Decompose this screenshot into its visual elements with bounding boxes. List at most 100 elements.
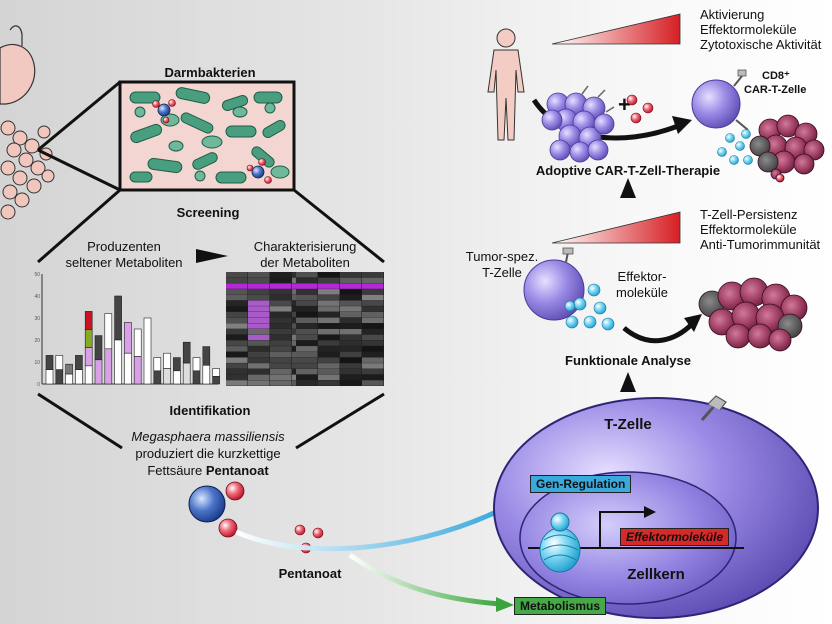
t-cell-cluster [541, 92, 615, 163]
heatmap-cell [226, 289, 248, 295]
heatmap-cell [270, 289, 292, 295]
heatmap-cell [318, 357, 340, 363]
heatmap-cell [340, 329, 362, 335]
bar-segment [104, 313, 113, 350]
finding-line2: produziert die kurzkettige [135, 446, 281, 461]
car-t-therapy-title: Adoptive CAR-T-Zell-Therapie [535, 163, 721, 178]
heatmap-cell [226, 374, 248, 380]
bar-segment [55, 369, 64, 385]
heatmap-cell [248, 346, 270, 352]
bar-segment [153, 370, 162, 385]
zoom-lines [37, 80, 121, 192]
heatmap-cell [248, 340, 270, 346]
bar-segment [75, 355, 83, 370]
heatmap-cell [226, 340, 248, 346]
heatmap-cell [248, 277, 270, 284]
heatmap-cell [318, 351, 340, 358]
heatmap-cell [248, 294, 270, 301]
heatmap-cell [296, 300, 318, 306]
bar-segment [104, 348, 113, 385]
heatmap-cell [226, 272, 248, 278]
bar-segment [153, 357, 162, 372]
t-cell-label: T-Zelle [604, 416, 652, 433]
bar-chart-tick-label: 20 [34, 338, 40, 344]
heatmap-cell [226, 363, 248, 369]
ramp-mid-1: T-Zell-Persistenz [700, 207, 798, 222]
heatmap-cell [296, 323, 318, 329]
heatmap-cell [270, 363, 292, 369]
cytotoxic-molecules-top [717, 129, 753, 165]
bar-segment [94, 359, 103, 385]
bar-segment [84, 365, 93, 385]
bar-segment [114, 339, 122, 385]
heatmap-cell [362, 311, 384, 318]
heatmap-cell [340, 346, 362, 352]
heatmap-cell [270, 334, 292, 341]
heatmap-cell [296, 363, 318, 369]
bar-segment [173, 357, 181, 372]
heatmap-cell [340, 351, 362, 358]
heatmap-cell [340, 357, 362, 363]
heatmap-cell [318, 311, 340, 318]
heatmap-cell [340, 340, 362, 346]
heatmap-cell [318, 374, 340, 380]
finding-species: Megasphaera massiliensis [131, 429, 285, 444]
heatmap-cell [226, 306, 248, 312]
bar-segment [45, 355, 54, 370]
heatmap-cell [296, 311, 318, 318]
heatmap-cell [340, 289, 362, 295]
up-arrow-bottom [620, 372, 636, 392]
heatmap-cell [362, 317, 384, 323]
cd8-line2: CAR-T-Zelle [744, 84, 807, 96]
heatmap-cell [318, 306, 340, 312]
bar-segment [133, 328, 142, 357]
bar-chart-tick-label: 30 [34, 316, 40, 322]
pentanoat-label: Pentanoat [278, 566, 342, 581]
heatmap-cell [296, 272, 318, 278]
heatmap-cell [248, 323, 270, 329]
heatmap-cell [270, 351, 292, 358]
heatmap-cell [296, 289, 318, 295]
heatmap-cell [362, 277, 384, 284]
heatmap-cell [318, 346, 340, 352]
heatmap-cell [270, 374, 292, 380]
heatmap-cell [296, 368, 318, 375]
bar-segment [212, 368, 220, 377]
heatmap-cell [340, 380, 362, 386]
heatmap-cell [318, 380, 340, 386]
bar-segment [173, 370, 181, 385]
bar-segment [65, 363, 73, 375]
heatmap-cell [362, 380, 384, 386]
heatmap-cell [248, 380, 270, 386]
heatmap-cell [296, 380, 318, 386]
heatmap-cell [270, 283, 292, 289]
heatmap-cell [270, 340, 292, 346]
heatmap-cell [270, 317, 292, 323]
heatmap-cell [362, 300, 384, 306]
bar-segment [182, 341, 191, 364]
heatmap-cell [296, 340, 318, 346]
heatmap-cell [296, 334, 318, 341]
ramp-top-2: Effektormoleküle [700, 22, 797, 37]
heatmap-cell [318, 294, 340, 301]
bar-segment [114, 295, 122, 341]
bar-segment [202, 346, 211, 366]
bar-segment [45, 369, 54, 385]
heatmap-cell [362, 346, 384, 352]
bar-segment [84, 311, 93, 330]
heatmap-cell [362, 374, 384, 380]
heatmap-cell [248, 317, 270, 323]
heatmap-cell [340, 272, 362, 278]
nucleus-label: Zellkern [627, 566, 685, 583]
producers-line1: Produzenten [87, 239, 161, 254]
heatmap-cell [362, 289, 384, 295]
bar-segment [124, 352, 132, 385]
cd8-line1: CD8⁺ [762, 70, 790, 82]
heatmap-cell [270, 294, 292, 301]
heatmap-cell [296, 283, 318, 289]
heatmap-cell [340, 283, 362, 289]
heatmap-cell [270, 300, 292, 306]
functional-arrow [622, 314, 702, 344]
heatmap-cell [226, 317, 248, 323]
